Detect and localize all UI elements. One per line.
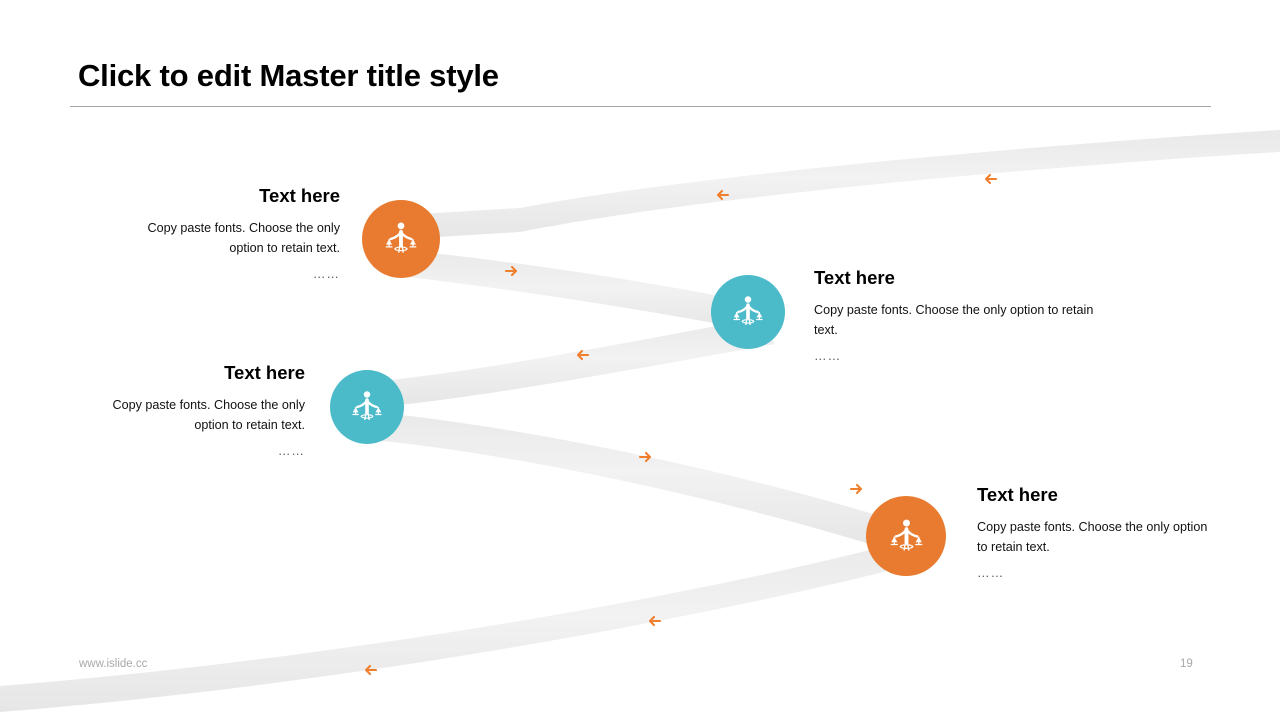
ribbon-segment-3 bbox=[390, 318, 775, 406]
text-block-2-title: Text here bbox=[814, 267, 895, 288]
ribbon-segment-2 bbox=[400, 250, 760, 332]
ribbon-segment-5 bbox=[0, 536, 930, 712]
person-scales-icon bbox=[728, 292, 768, 332]
ribbon-arrow-left-5 bbox=[364, 664, 378, 676]
page-number: 19 bbox=[1180, 658, 1193, 670]
text-block-3-body: Copy paste fonts. Choose the only option… bbox=[112, 398, 305, 432]
text-block-1-body: Copy paste fonts. Choose the only option… bbox=[147, 221, 340, 255]
text-block-1: Text here Copy paste fonts. Choose the o… bbox=[110, 185, 340, 285]
ribbon-arrow-left-4 bbox=[648, 615, 662, 627]
text-block-4-title: Text here bbox=[977, 484, 1058, 505]
footer-url[interactable]: www.islide.cc bbox=[79, 658, 148, 670]
ribbon-arrow-right-2 bbox=[638, 451, 652, 463]
ribbon-segment-1 bbox=[420, 130, 1280, 238]
process-node-4[interactable] bbox=[866, 496, 946, 576]
ribbon-arrow-left-2 bbox=[716, 189, 730, 201]
text-block-2-ellipsis: …… bbox=[814, 349, 842, 364]
ribbon-segment-4 bbox=[372, 412, 880, 546]
text-block-3-ellipsis: …… bbox=[277, 444, 305, 459]
title-divider bbox=[70, 106, 1211, 107]
ribbon-arrow-right-1 bbox=[504, 265, 518, 277]
text-block-3: Text here Copy paste fonts. Choose the o… bbox=[75, 362, 305, 462]
text-block-1-ellipsis: …… bbox=[312, 267, 340, 282]
person-scales-icon bbox=[347, 387, 387, 427]
text-block-1-title: Text here bbox=[259, 185, 340, 206]
text-block-2: Text here Copy paste fonts. Choose the o… bbox=[814, 267, 1104, 367]
process-node-2[interactable] bbox=[711, 275, 785, 349]
person-scales-icon bbox=[380, 218, 422, 260]
ribbon-arrow-right-3 bbox=[849, 483, 863, 495]
process-node-3[interactable] bbox=[330, 370, 404, 444]
ribbon-arrow-left-1 bbox=[984, 173, 998, 185]
text-block-4-ellipsis: …… bbox=[977, 566, 1005, 581]
ribbon-arrow-left-3 bbox=[576, 349, 590, 361]
text-block-3-title: Text here bbox=[224, 362, 305, 383]
text-block-2-body: Copy paste fonts. Choose the only option… bbox=[814, 303, 1094, 337]
text-block-4: Text here Copy paste fonts. Choose the o… bbox=[977, 484, 1209, 584]
page-title: Click to edit Master title style bbox=[78, 58, 499, 93]
person-scales-icon bbox=[885, 515, 928, 558]
process-node-1[interactable] bbox=[362, 200, 440, 278]
text-block-4-body: Copy paste fonts. Choose the only option… bbox=[977, 520, 1208, 554]
